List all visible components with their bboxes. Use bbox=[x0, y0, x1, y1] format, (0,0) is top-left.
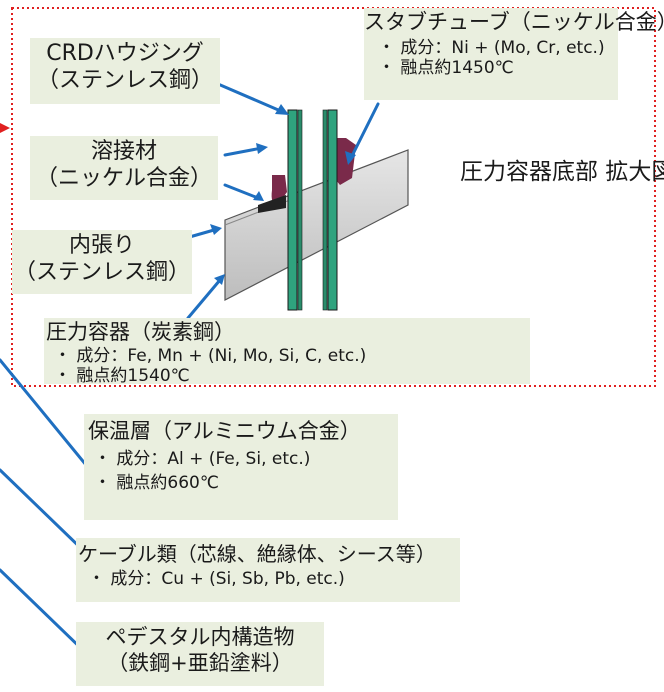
weld-line2: （ニッケル合金） bbox=[35, 165, 212, 191]
weld-right bbox=[336, 138, 356, 185]
crd-housing-left bbox=[297, 109, 303, 311]
label-crd-housing: CRDハウジング （ステンレス鋼） bbox=[30, 38, 220, 104]
crd-housing-right bbox=[322, 109, 328, 311]
liner-line1: 内張り bbox=[68, 233, 135, 258]
crd-housing-line1: CRDハウジング bbox=[46, 41, 204, 66]
arrow-weld-1 bbox=[223, 146, 264, 157]
leader-insulation bbox=[0, 358, 102, 484]
magnified-area-frame bbox=[11, 7, 656, 387]
arrow-stub bbox=[348, 102, 380, 162]
label-pressure-vessel: 圧力容器（炭素鋼） ・ 成分：Fe, Mn + (Ni, Mo, Si, C, … bbox=[44, 318, 530, 387]
pressure-vessel-title: 圧力容器（炭素鋼） bbox=[46, 320, 235, 344]
insulation-composition: ・ 成分：Al + (Fe, Si, etc.) bbox=[94, 448, 311, 469]
label-pedestal: ペデスタル内構造物 （鉄鋼+亜鉛塗料） bbox=[76, 622, 324, 686]
pedestal-line1: ペデスタル内構造物 bbox=[105, 625, 295, 649]
vessel-bottom-line2: 拡大図 bbox=[605, 159, 664, 185]
label-insulation: 保温層（アルミニウム合金） ・ 成分：Al + (Fe, Si, etc.) ・… bbox=[84, 414, 398, 520]
stub-tube-melting-point: ・ 融点約1450℃ bbox=[378, 58, 514, 79]
stub-tube-left bbox=[287, 109, 298, 311]
stub-tube-composition: ・ 成分：Ni + (Mo, Cr, etc.) bbox=[378, 37, 605, 58]
stub-tube-right bbox=[327, 109, 338, 311]
label-weld: 溶接材 （ニッケル合金） bbox=[30, 136, 218, 200]
leader-cables bbox=[0, 468, 90, 557]
pressure-vessel-composition: ・ 成分：Fe, Mn + (Ni, Mo, Si, C, etc.) bbox=[54, 345, 367, 366]
insulation-title: 保温層（アルミニウム合金） bbox=[88, 419, 361, 443]
crd-housing-line2: （ステンレス鋼） bbox=[36, 67, 213, 93]
stub-tube-title: スタブチューブ（ニッケル合金） bbox=[364, 10, 664, 34]
vessel-wall bbox=[224, 149, 409, 301]
label-liner: 内張り （ステンレス鋼） bbox=[12, 230, 192, 294]
label-vessel-bottom: 圧力容器底部 拡大図 bbox=[460, 158, 664, 188]
cables-composition: ・ 成分：Cu + (Si, Sb, Pb, etc.) bbox=[88, 569, 345, 590]
liner-line2: （ステンレス鋼） bbox=[13, 259, 190, 285]
insulation-melting-point: ・ 融点約660℃ bbox=[94, 473, 219, 494]
pedestal-line2: （鉄鋼+亜鉛塗料） bbox=[107, 650, 293, 675]
arrow-weld-2 bbox=[223, 183, 260, 200]
frame-pointer-arrow bbox=[0, 123, 10, 133]
vessel-bottom-line1: 圧力容器底部 bbox=[460, 159, 598, 185]
cables-title: ケーブル類（芯線、絶縁体、シース等） bbox=[78, 542, 436, 566]
leader-pedestal bbox=[0, 568, 90, 657]
pressure-vessel-melting-point: ・ 融点約1540℃ bbox=[54, 366, 190, 387]
arrow-crd bbox=[216, 82, 285, 114]
label-stub-tube: スタブチューブ（ニッケル合金） ・ 成分：Ni + (Mo, Cr, etc.)… bbox=[364, 8, 664, 100]
arrow-vessel bbox=[186, 278, 222, 320]
weld-line1: 溶接材 bbox=[90, 139, 157, 164]
label-cables: ケーブル類（芯線、絶縁体、シース等） ・ 成分：Cu + (Si, Sb, Pb… bbox=[76, 538, 460, 602]
